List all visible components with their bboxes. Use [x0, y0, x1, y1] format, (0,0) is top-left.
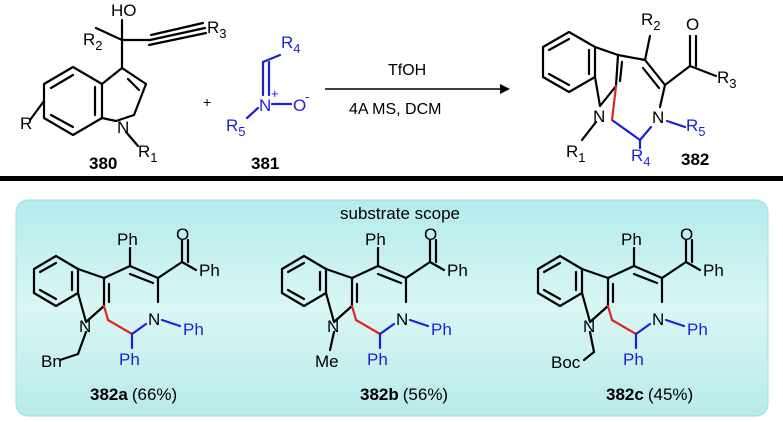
substrate-scope-panel: [15, 199, 769, 417]
caption-382a: 382a(66%): [90, 385, 177, 404]
ph-label-382a-c1: Ph: [119, 350, 140, 369]
r1-label-380: R1: [138, 142, 158, 165]
reactant-380-structure: [28, 18, 208, 148]
n-sub-label-382a: Bn: [41, 352, 62, 371]
n-sub-label-382b: Me: [315, 352, 339, 371]
ph-label-382b-n: Ph: [431, 320, 452, 339]
n-indole-label-382a: N: [79, 317, 91, 336]
plus-sign: +: [203, 94, 211, 110]
compound-number-381: 381: [251, 154, 279, 173]
n-indole-label-382: N: [593, 107, 605, 126]
product-382-structure: [541, 30, 718, 150]
r4-label-382: R4: [631, 146, 651, 169]
caption-382c: 382c(45%): [606, 385, 693, 404]
compound-number-380: 380: [89, 154, 117, 173]
r5-label-381: R5: [226, 116, 246, 139]
n-sub-label-382c: Boc: [551, 353, 581, 372]
r-label: R: [20, 114, 32, 133]
ph-label-382c-n: Ph: [687, 320, 708, 339]
o-minus-charge: -: [305, 89, 309, 104]
n-label-381: N: [259, 96, 271, 115]
ph-label-382b-c1: Ph: [367, 350, 388, 369]
caption-382b: 382b(56%): [360, 385, 448, 404]
r5-label-382: R5: [686, 116, 706, 139]
o-label-381: O: [293, 96, 306, 115]
ph-label-382a-top: Ph: [117, 230, 138, 249]
scope-example-382c: [536, 238, 702, 362]
ph-label-382a-acyl: Ph: [199, 261, 220, 280]
ph-label-382b-top: Ph: [365, 230, 386, 249]
scope-example-382b: [280, 238, 446, 352]
ph-label-382b-acyl: Ph: [447, 261, 468, 280]
ho-label: HO: [111, 1, 137, 20]
scheme-divider: [0, 176, 783, 181]
n-ring-label-382b: N: [396, 310, 408, 329]
r2-label: R2: [83, 30, 103, 53]
scope-example-382a: [32, 238, 198, 362]
n-ring-label-382: N: [652, 108, 664, 127]
ph-label-382c-acyl: Ph: [703, 261, 724, 280]
o-label-382a: O: [176, 225, 189, 244]
r1-label-382: R1: [566, 142, 586, 165]
reactant-381-structure: [245, 53, 293, 120]
ph-label-382a-n: Ph: [183, 320, 204, 339]
r3-label-382: R3: [717, 68, 737, 91]
o-label-382: O: [686, 15, 699, 34]
ph-label-382c-top: Ph: [621, 230, 642, 249]
substrate-scope-title: substrate scope: [340, 204, 460, 223]
o-label-382b: O: [424, 225, 437, 244]
r4-label-381: R4: [281, 33, 301, 56]
n-indole-label-382b: N: [327, 317, 339, 336]
n-plus-charge: +: [271, 86, 279, 101]
n-ring-label-382a: N: [148, 310, 160, 329]
n-ring-label-382c: N: [652, 310, 664, 329]
reagent-bottom: 4A MS, DCM: [349, 101, 441, 118]
compound-number-382: 382: [681, 150, 709, 169]
ph-label-382c-c1: Ph: [623, 350, 644, 369]
r2-label-382: R2: [641, 10, 661, 33]
r3-label: R3: [207, 18, 227, 41]
reagent-top: TfOH: [388, 62, 426, 79]
o-label-382c: O: [680, 225, 693, 244]
n-indole-label-382c: N: [583, 317, 595, 336]
n-label-380: N: [117, 118, 129, 137]
